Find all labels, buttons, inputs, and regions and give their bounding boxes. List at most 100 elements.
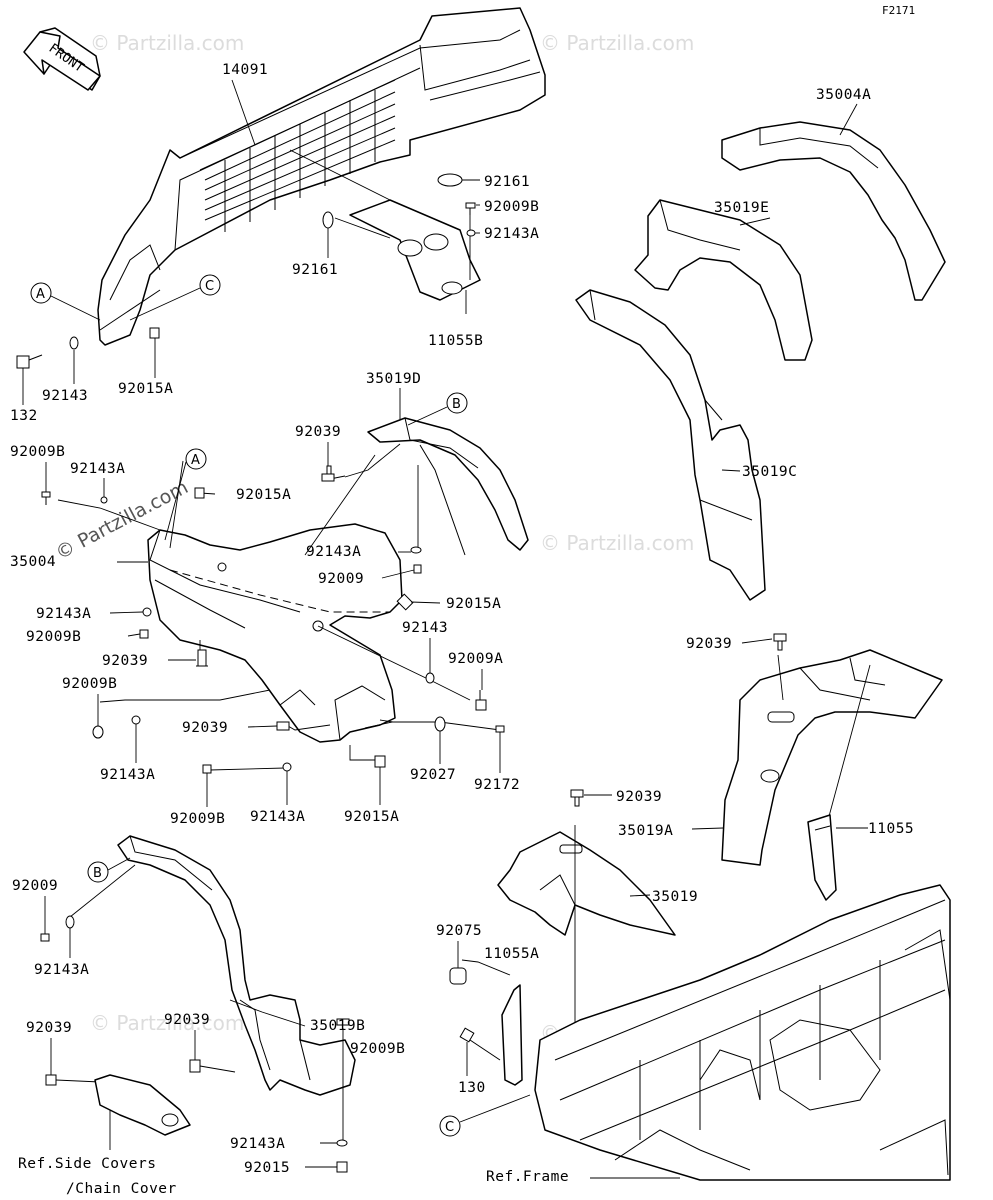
label-35004a: 35004A	[816, 87, 871, 103]
label-35019d: 35019D	[366, 371, 421, 387]
part-35004-fender	[147, 523, 403, 743]
bolt-92039-b	[196, 649, 208, 667]
nut-92015a-c	[396, 593, 414, 611]
ref-frame: Ref.Frame	[486, 1169, 569, 1185]
bolt-92039-r1	[773, 633, 787, 651]
nut-92015a-b	[194, 487, 205, 499]
washer-92143a-l3	[131, 715, 141, 725]
part-11055b-bracket	[289, 149, 481, 314]
watermark-5: © Partzilla.com	[90, 1011, 244, 1035]
label-35019b: 35019B	[310, 1018, 365, 1034]
front-arrow-icon: FRONT	[23, 27, 101, 91]
washer-92143a-top	[466, 229, 476, 237]
label-35019e: 35019E	[714, 200, 769, 216]
part-11055a-bracket	[461, 959, 523, 1086]
watermark-3: © Partzilla.com	[540, 531, 694, 555]
part-35019c-guard	[575, 289, 766, 601]
bolt-92009b-b	[202, 764, 212, 774]
ref-side-covers-line1: Ref.Side Covers	[18, 1156, 156, 1172]
label-11055a: 11055A	[484, 946, 539, 962]
label-92009-mid: 92009	[318, 571, 364, 587]
bolt-92039-a	[321, 465, 335, 482]
label-92161-top: 92161	[484, 174, 530, 190]
label-92009a: 92009A	[448, 651, 503, 667]
grille-slats	[199, 79, 396, 232]
nut-92015a-d	[374, 755, 386, 768]
label-92009b-l3: 92009B	[62, 676, 117, 692]
part-35004a-fender	[721, 121, 946, 301]
bolt-92009b-l3	[92, 725, 104, 739]
ref-side-cover-part	[94, 1074, 191, 1150]
label-11055b: 11055B	[428, 333, 483, 349]
label-35019: 35019	[652, 889, 698, 905]
washer-92143a-b	[282, 762, 292, 772]
part-35019a-guard	[721, 649, 943, 869]
label-92075: 92075	[436, 923, 482, 939]
bolt-92009-bl	[40, 933, 50, 942]
label-92039-l: 92039	[102, 653, 148, 669]
bolt-132	[16, 354, 43, 369]
watermark-1: © Partzilla.com	[90, 31, 244, 55]
callout-b-bottom: B	[87, 857, 131, 883]
label-92015a-b: 92015A	[236, 487, 291, 503]
watermark-2: © Partzilla.com	[540, 31, 694, 55]
washer-92143a-mid	[410, 546, 422, 554]
callout-c-top: C	[129, 274, 221, 321]
label-92039-bl: 92039	[26, 1020, 72, 1036]
callout-a-mid: A	[164, 448, 207, 541]
washer-92143a-bm	[336, 1139, 348, 1147]
washer-92161-left	[322, 211, 334, 229]
bolt-92009b-l2	[139, 629, 149, 639]
label-35019a: 35019A	[618, 823, 673, 839]
bolt-92009b-top	[465, 202, 476, 215]
washer-92143a-bl	[65, 915, 75, 929]
label-92143a-l2: 92143A	[36, 606, 91, 622]
diagram-code: F2171	[882, 4, 915, 17]
label-92143a-bl: 92143A	[34, 962, 89, 978]
label-92143a-l1: 92143A	[70, 461, 125, 477]
label-92143a-b: 92143A	[250, 809, 305, 825]
label-92027: 92027	[410, 767, 456, 783]
callout-c-bottom: C	[439, 1094, 531, 1137]
nut-92015a	[149, 327, 160, 339]
svg-text:A: A	[36, 287, 45, 302]
label-92143a-top: 92143A	[484, 226, 539, 242]
label-92039-c: 92039	[182, 720, 228, 736]
label-35004: 35004	[10, 554, 56, 570]
label-92172: 92172	[474, 777, 520, 793]
bolt-92039-bl	[45, 1074, 101, 1086]
label-132: 132	[10, 408, 38, 424]
callout-a-top: A	[30, 282, 101, 321]
label-92143a-l3: 92143A	[100, 767, 155, 783]
bolt-92039-r2	[570, 789, 584, 807]
callout-b-mid: B	[407, 392, 468, 426]
label-92015a-d: 92015A	[344, 809, 399, 825]
bolt-92039-bm	[189, 1059, 236, 1073]
bolt-92009b-bm	[336, 1018, 350, 1026]
part-14091-grille	[97, 7, 546, 346]
bottom-hardware	[40, 915, 350, 1173]
svg-text:A: A	[191, 453, 200, 468]
bolt-92009a	[475, 690, 487, 711]
part-11055-bracket	[807, 814, 868, 901]
frame-assembly	[534, 884, 951, 1181]
label-92143a-bm: 92143A	[230, 1136, 285, 1152]
svg-text:B: B	[93, 866, 102, 881]
label-92143a-mid: 92143A	[306, 544, 361, 560]
label-92039-bm: 92039	[164, 1012, 210, 1028]
label-92039-r1: 92039	[686, 636, 732, 652]
label-92015-bm: 92015	[244, 1160, 290, 1176]
label-92009b-l2: 92009B	[26, 629, 81, 645]
bolt-130	[459, 1027, 501, 1061]
washer-92143a-l2	[142, 607, 152, 617]
screw-92172	[495, 725, 505, 733]
part-35019b-guard	[69, 835, 356, 1140]
label-92009b-bm: 92009B	[350, 1041, 405, 1057]
part-35019e-guard	[634, 199, 813, 361]
washer-92143-b	[425, 672, 435, 684]
part-labels: 14091 35004A 35019E 92161 92009B 92143A …	[10, 62, 914, 1197]
label-92039-mid: 92039	[295, 424, 341, 440]
bolt-92009-mid	[413, 564, 422, 574]
ref-side-covers-line2: /Chain Cover	[66, 1181, 177, 1197]
label-92009b-top: 92009B	[484, 199, 539, 215]
